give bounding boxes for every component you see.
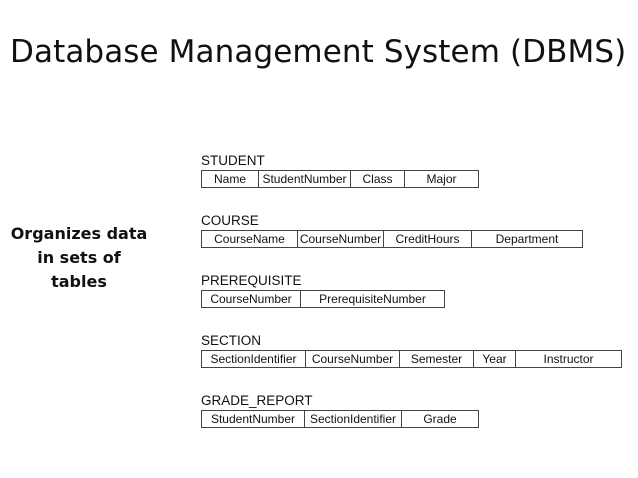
table-prerequisite: PREREQUISITE CourseNumber PrerequisiteNu…: [201, 273, 445, 308]
column-cell: StudentNumber: [259, 171, 351, 187]
table-student: STUDENT Name StudentNumber Class Major: [201, 153, 479, 188]
column-cell: CourseNumber: [298, 231, 384, 247]
schema-row: SectionIdentifier CourseNumber Semester …: [201, 350, 622, 368]
side-note: Organizes data in sets of tables: [4, 222, 154, 294]
column-cell: CreditHours: [384, 231, 472, 247]
table-grade-report: GRADE_REPORT StudentNumber SectionIdenti…: [201, 393, 479, 428]
table-name: STUDENT: [201, 153, 265, 168]
schema-row: Name StudentNumber Class Major: [201, 170, 479, 188]
table-name: SECTION: [201, 333, 262, 348]
side-note-line: in sets of: [37, 248, 121, 267]
schema-row: CourseNumber PrerequisiteNumber: [201, 290, 445, 308]
column-cell: StudentNumber: [202, 411, 305, 427]
side-note-line: Organizes data: [10, 224, 148, 243]
column-cell: Instructor: [543, 352, 594, 366]
schema-row: StudentNumber SectionIdentifier Grade: [201, 410, 479, 428]
schema-row: CourseName CourseNumber CreditHours Depa…: [201, 230, 583, 248]
column-cell: SectionIdentifier: [305, 411, 402, 427]
table-name: PREREQUISITE: [201, 273, 302, 288]
column-cell: Grade: [423, 412, 457, 426]
column-cell: Class: [351, 171, 405, 187]
column-cell: Year: [474, 351, 516, 367]
column-cell: Major: [426, 172, 457, 186]
table-name: GRADE_REPORT: [201, 393, 313, 408]
column-cell: CourseNumber: [202, 291, 301, 307]
column-cell: CourseNumber: [306, 351, 400, 367]
column-cell: Department: [495, 232, 559, 246]
table-name: COURSE: [201, 213, 259, 228]
column-cell: Semester: [400, 351, 474, 367]
table-course: COURSE CourseName CourseNumber CreditHou…: [201, 213, 583, 248]
column-cell: Name: [202, 171, 259, 187]
slide-title: Database Management System (DBMS): [10, 34, 627, 70]
table-section: SECTION SectionIdentifier CourseNumber S…: [201, 333, 622, 368]
column-cell: PrerequisiteNumber: [319, 292, 426, 306]
side-note-line: tables: [51, 272, 107, 291]
column-cell: CourseName: [202, 231, 298, 247]
column-cell: SectionIdentifier: [202, 351, 306, 367]
